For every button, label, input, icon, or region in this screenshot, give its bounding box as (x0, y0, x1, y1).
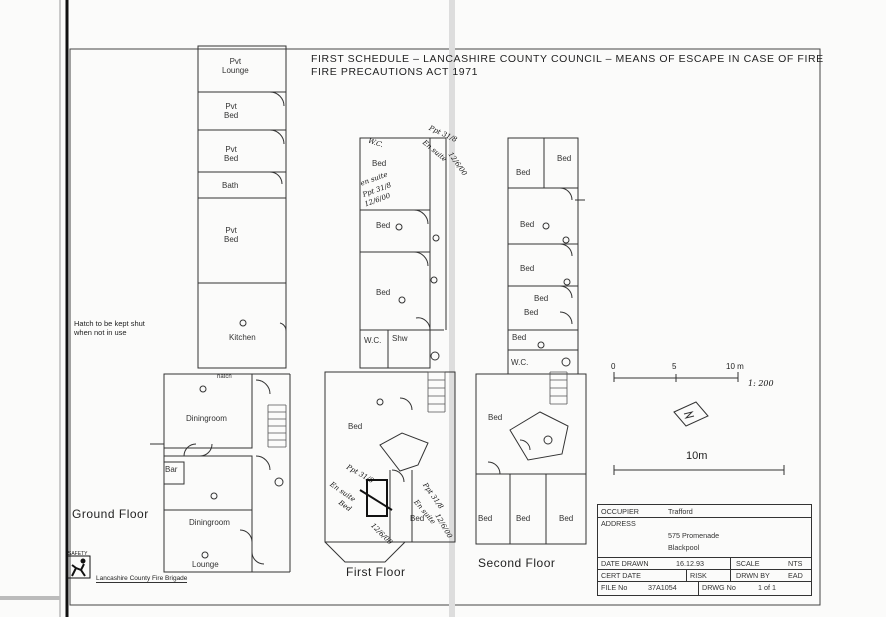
scale-tick-5: 5 (672, 362, 677, 371)
file-no-value: 37A1054 (648, 583, 677, 592)
sf-room-bed-3: Bed (520, 220, 535, 229)
sf-room-bed-11: Bed (534, 294, 549, 303)
risk-label: RISK (690, 571, 707, 580)
ff-room-bed-1: Bed (372, 159, 387, 168)
ff-room-bed-5: Bed (410, 514, 425, 523)
schedule-title: FIRST SCHEDULE – LANCASHIRE COUNTY COUNC… (311, 53, 824, 65)
occupier-value: Trafford (668, 507, 693, 516)
scale-ratio: 1: 200 (748, 379, 774, 388)
ff-room-shw: Shw (392, 334, 408, 343)
sf-room-bed-8: Bed (478, 514, 493, 523)
room-bar: Bar (165, 465, 178, 474)
room-pvt-bed-2: Pvt Bed (224, 145, 239, 163)
room-lounge: Lounge (192, 560, 219, 569)
sf-room-bed-1: Bed (557, 154, 572, 163)
drwn-by-value: EAD (788, 571, 803, 580)
drwg-no-label: DRWG No (702, 583, 736, 592)
ff-room-bed-2: Bed (376, 221, 391, 230)
room-pvt-lounge: Pvt Lounge (222, 57, 249, 75)
sf-room-bed-6: Bed (512, 333, 527, 342)
ff-room-bed-3: Bed (376, 288, 391, 297)
scale-10m: 10m (686, 450, 708, 462)
sf-room-bed-9: Bed (516, 514, 531, 523)
schedule-subtitle: FIRE PRECAUTIONS ACT 1971 (311, 66, 479, 78)
sf-room-bed-4: Bed (520, 264, 535, 273)
brigade-name: Lancashire County Fire Brigade (96, 575, 188, 583)
sf-room-wc: W.C. (511, 358, 529, 367)
ff-room-bed-4: Bed (348, 422, 363, 431)
cert-date-label: CERT DATE (601, 571, 641, 580)
second-floor-label: Second Floor (478, 556, 556, 570)
room-pvt-bed-1: Pvt Bed (224, 102, 239, 120)
sf-room-bed-7: Bed (488, 413, 503, 422)
sf-room-bed-2: Bed (516, 168, 531, 177)
fire-safety-logo (65, 555, 91, 579)
scale-tick-0: 0 (611, 362, 616, 371)
room-bath: Bath (222, 181, 239, 190)
first-floor-label: First Floor (346, 565, 406, 579)
ff-room-wc: W.C. (364, 336, 382, 345)
sf-room-bed-5: Bed (524, 308, 539, 317)
logo-safety-text: SAFETY (68, 551, 88, 557)
address-line2: Blackpool (668, 543, 700, 552)
scale-tick-10: 10 m (726, 362, 744, 371)
drwn-by-label: DRWN BY (736, 571, 770, 580)
scale-value: NTS (788, 559, 803, 568)
address-label: ADDRESS (601, 519, 636, 528)
ground-floor-label: Ground Floor (72, 507, 149, 521)
file-no-label: FILE No (601, 583, 628, 592)
sf-room-bed-10: Bed (559, 514, 574, 523)
drwg-no-value: 1 of 1 (758, 583, 776, 592)
room-diningroom-2: Diningroom (189, 518, 230, 527)
date-drawn-value: 16.12.93 (676, 559, 704, 568)
hatch-note: Hatch to be kept shut when not in use (74, 319, 145, 337)
address-line1: 575 Promenade (668, 531, 720, 540)
title-block: OCCUPIER Trafford ADDRESS 575 Promenade … (597, 504, 812, 596)
room-kitchen: Kitchen (229, 333, 256, 342)
occupier-label: OCCUPIER (601, 507, 639, 516)
hatch-label: hatch (217, 374, 232, 380)
date-drawn-label: DATE DRAWN (601, 559, 649, 568)
room-pvt-bed-3: Pvt Bed (224, 226, 239, 244)
scale-label: SCALE (736, 559, 760, 568)
room-diningroom-1: Diningroom (186, 414, 227, 423)
